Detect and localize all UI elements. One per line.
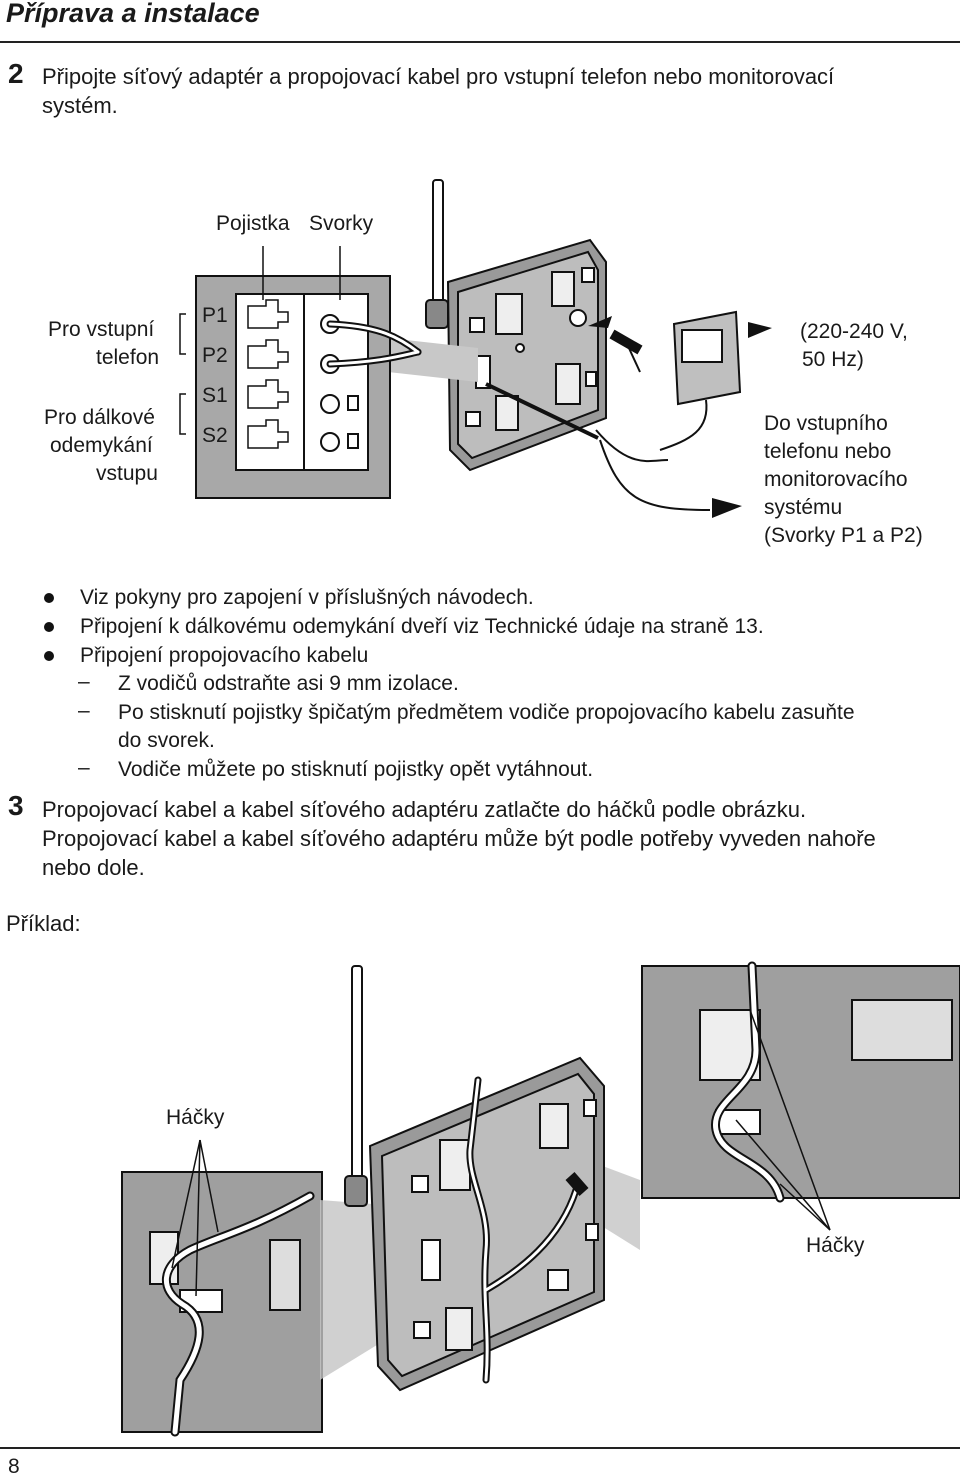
example-label: Příklad: [6,911,81,936]
hooks-label-right: Háčky [806,1234,865,1257]
label-pro-dalkove-line3: vstupu [96,462,158,485]
step-number-3: 3 [8,790,24,821]
note-bullet1: Viz pokyny pro zapojení v příslušných ná… [80,586,534,609]
voltage-line2: 50 Hz) [802,348,864,371]
label-svorky: Svorky [309,212,374,235]
connection-diagram [179,179,772,518]
dash-marker: – [78,699,90,722]
terminal-label-s1: S1 [202,384,228,407]
insert-arrow [588,316,612,328]
arrow-icon [712,322,772,518]
power-adapter-icon [609,310,742,451]
destination-line5: (Svorky P1 a P2) [764,524,923,547]
page-number: 8 [8,1455,20,1478]
antenna-icon [425,179,449,329]
terminal-label-p2: P2 [202,344,228,367]
destination-line1: Do vstupního [764,412,888,435]
bullet-icon [44,622,54,632]
voltage-line1: (220-240 V, [800,320,908,343]
destination-line4: systému [764,496,843,519]
section-title: Příprava a instalace [6,0,260,28]
step3-line3: nebo dole. [42,855,145,880]
label-pro-dalkove-line1: Pro dálkové [44,406,155,429]
dash-marker: – [78,670,90,693]
note-dash1: Z vodičů odstraňte asi 9 mm izolace. [118,672,459,695]
dash-marker: – [78,756,90,779]
base-unit-back [446,238,607,472]
note-bullet3: Připojení propojovacího kabelu [80,644,369,667]
right-zoom-box [641,965,960,1199]
left-zoom-box [121,1171,323,1433]
destination-line2: telefonu nebo [764,440,892,463]
label-pro-vstupni-line2: telefon [96,346,160,369]
note-dash3: Vodiče můžete po stisknutí pojistky opět… [118,758,594,781]
header-rule [0,41,960,43]
label-pro-dalkove-line2: odemykání [50,434,153,457]
step3-line2: Propojovací kabel a kabel síťového adapt… [42,826,876,851]
terminal-label-p1: P1 [202,304,228,327]
hooks-label-left: Háčky [166,1106,225,1129]
destination-line3: monitorovacího [764,468,908,491]
bullet-icon [44,651,54,661]
label-pojistka: Pojistka [216,212,290,235]
bullet-icon [44,593,54,603]
step2-line1: Připojte síťový adaptér a propojovací ka… [42,64,835,89]
antenna-icon [344,965,368,1207]
footer-rule [0,1447,960,1449]
step3-line1: Propojovací kabel a kabel síťového adapt… [42,797,807,822]
note-bullet2: Připojení k dálkovému odemykání dveří vi… [80,615,764,638]
note-dash2-line2: do svorek. [118,729,215,752]
label-pro-vstupni-line1: Pro vstupní [48,318,155,341]
note-dash2-line1: Po stisknutí pojistky špičatým předmětem… [118,701,855,724]
step-number-2: 2 [8,58,24,89]
terminal-label-s2: S2 [202,424,228,447]
step2-line2: systém. [42,93,118,118]
